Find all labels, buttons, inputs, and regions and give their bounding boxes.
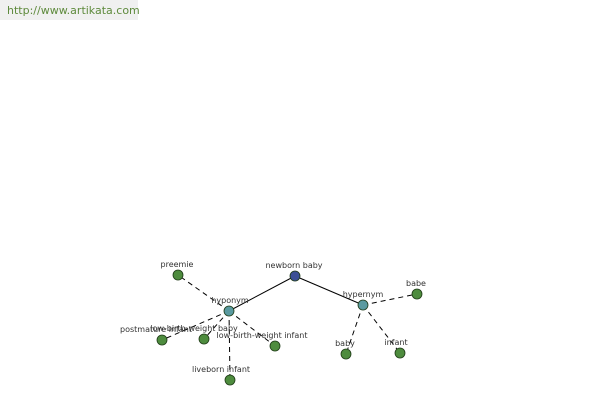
node-hyponym[interactable] [223,305,235,317]
node-lbw-baby[interactable] [198,333,210,345]
node-label-infant[interactable]: infant [384,338,407,347]
edge-hyponym-to-liveborn [228,310,231,381]
edge-hyponym-to-postmature [161,310,230,341]
node-preemie[interactable] [172,269,184,281]
node-label-hyponym[interactable]: hyponym [211,296,249,305]
node-baby[interactable] [340,348,352,360]
graph-edges [161,274,418,381]
node-label-lbw-baby[interactable]: low-birth-weight baby [150,324,238,333]
edge-hyponym-to-lbw-infant [228,310,276,347]
edge-hypernym-to-babe [362,293,418,306]
edge-hyponym-to-preemie [177,274,230,312]
node-liveborn[interactable] [224,374,236,386]
graph-nodes [156,269,423,386]
site-url-link[interactable]: http://www.artikata.com [7,4,140,17]
node-hypernym[interactable] [357,299,369,311]
edge-hypernym-to-infant [362,304,401,354]
url-bar: http://www.artikata.com [0,0,140,20]
node-label-preemie[interactable]: preemie [161,260,194,269]
node-infant[interactable] [394,347,406,359]
edge-root-to-hypernym [294,275,364,306]
node-label-postmature[interactable]: postmature infant [120,325,192,334]
edge-hyponym-to-lbw-baby [203,310,230,340]
node-root[interactable] [289,270,301,282]
node-babe[interactable] [411,288,423,300]
edge-root-to-hyponym [228,275,296,312]
node-label-babe[interactable]: babe [406,279,426,288]
node-postmature[interactable] [156,334,168,346]
node-label-lbw-infant[interactable]: low-birth-weight infant [217,331,308,340]
node-label-baby[interactable]: baby [335,339,355,348]
node-label-liveborn[interactable]: liveborn infant [192,365,250,374]
node-label-root[interactable]: newborn baby [265,261,322,270]
graph-labels: newborn baby hyponym hypernym preemie postma… [120,260,426,374]
node-lbw-infant[interactable] [269,340,281,352]
node-label-hypernym[interactable]: hypernym [343,290,384,299]
